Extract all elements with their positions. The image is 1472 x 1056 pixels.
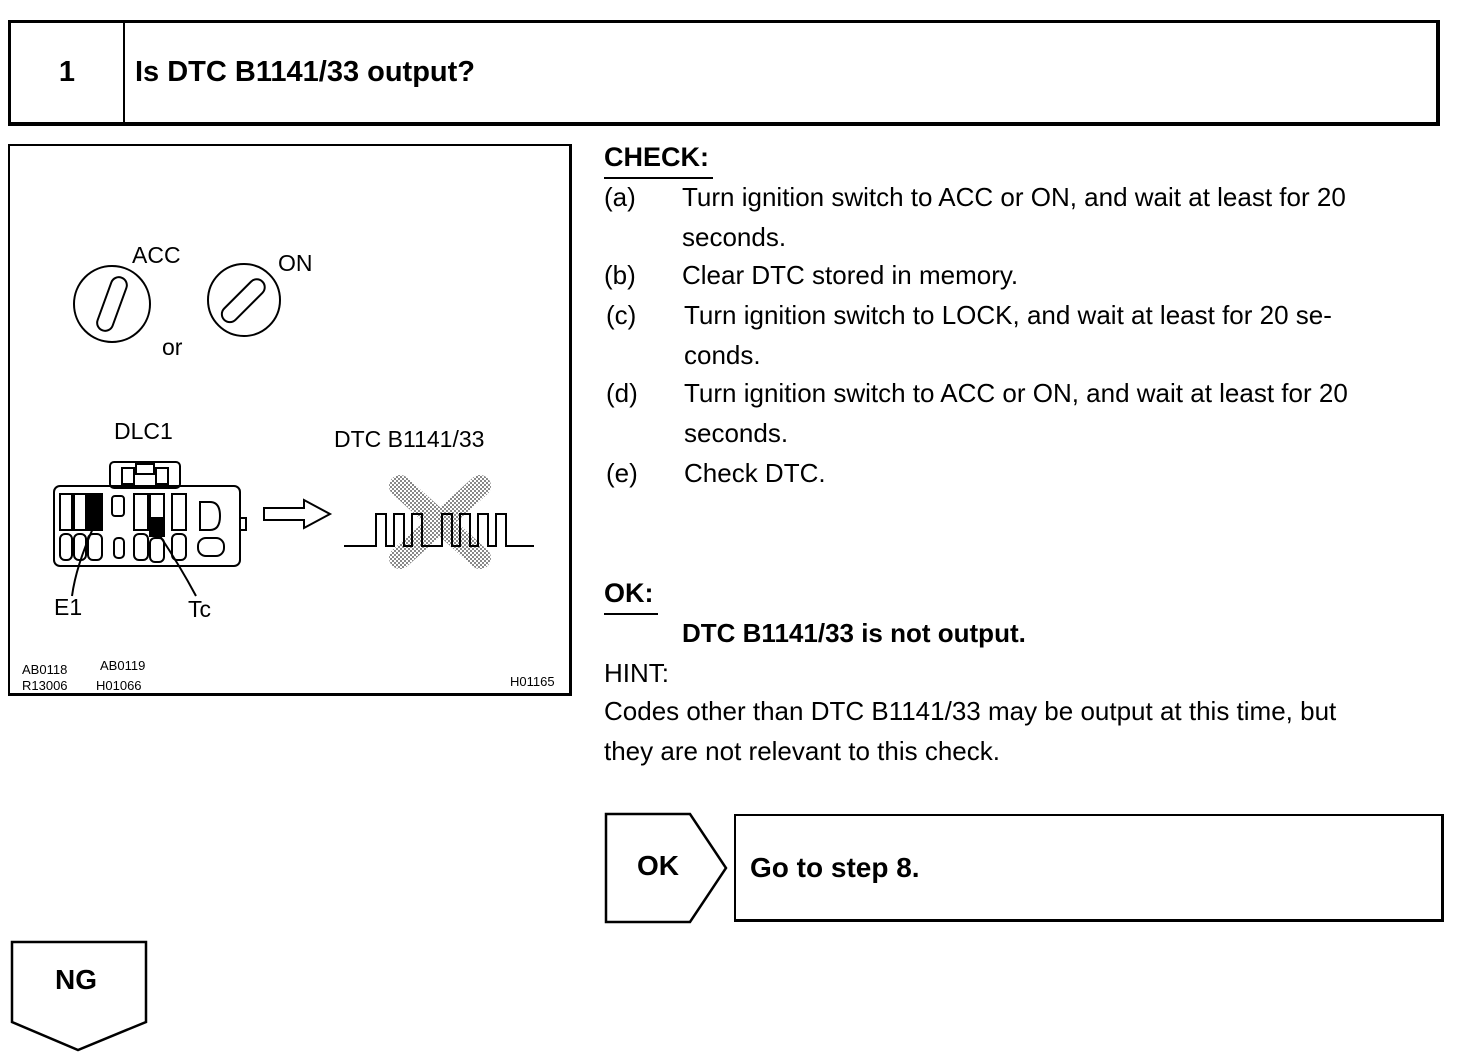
ok-result-label: OK bbox=[637, 850, 679, 881]
step-number: 1 bbox=[11, 23, 125, 122]
tc-label: Tc bbox=[188, 596, 211, 622]
check-step-letter: (a) bbox=[604, 182, 636, 212]
check-step-text: Turn ignition switch to LOCK, and wait a… bbox=[684, 300, 1332, 330]
check-step-letter: (d) bbox=[606, 378, 638, 408]
dlc-diagram-svg bbox=[53, 263, 534, 597]
check-step-text: Check DTC. bbox=[684, 458, 826, 488]
figure-code: AB0119 bbox=[100, 658, 146, 673]
step-title: Is DTC B1141/33 output? bbox=[135, 56, 476, 88]
diagram-figure: ACC ON or DLC1 DTC B1141/33 E1 Tc AB0118… bbox=[8, 144, 572, 696]
step-header-box: 1 Is DTC B1141/33 output? bbox=[8, 20, 1440, 126]
on-key-icon bbox=[207, 263, 281, 337]
check-step-text: conds. bbox=[684, 340, 761, 370]
check-step-text: Turn ignition switch to ACC or ON, and w… bbox=[682, 182, 1346, 212]
ok-heading: OK: bbox=[604, 578, 657, 615]
figure-code: R13006 bbox=[22, 678, 68, 693]
check-step-letter: (c) bbox=[606, 300, 637, 330]
dlc1-label: DLC1 bbox=[114, 418, 173, 444]
acc-key-icon bbox=[73, 265, 151, 343]
ok-result: DTC B1141/33 is not output. bbox=[682, 618, 1026, 648]
check-step-text: Turn ignition switch to ACC or ON, and w… bbox=[684, 378, 1348, 408]
check-step-letter: (b) bbox=[604, 260, 636, 290]
ng-result-tab bbox=[10, 940, 148, 1052]
hint-text: they are not relevant to this check. bbox=[604, 736, 1000, 766]
dlc1-connector-icon bbox=[53, 461, 247, 597]
ok-result-tab bbox=[604, 812, 728, 924]
check-step-text: seconds. bbox=[684, 418, 789, 448]
acc-label: ACC bbox=[132, 242, 181, 268]
crossed-waveform-icon bbox=[344, 475, 534, 569]
go-to-step-box: Go to step 8. bbox=[734, 814, 1444, 922]
ng-result-label: NG bbox=[55, 964, 97, 995]
hint-text: Codes other than DTC B1141/33 may be out… bbox=[604, 696, 1337, 726]
check-step-text: seconds. bbox=[682, 222, 787, 252]
figure-code: H01165 bbox=[510, 674, 555, 689]
figure-code: H01066 bbox=[96, 678, 142, 693]
e1-label: E1 bbox=[54, 594, 83, 620]
arrow-right-icon bbox=[263, 498, 333, 530]
figure-code: AB0118 bbox=[22, 662, 68, 677]
hint-label: HINT: bbox=[604, 658, 669, 688]
dtc-diagram-label: DTC B1141/33 bbox=[334, 426, 485, 452]
on-label: ON bbox=[278, 250, 313, 276]
check-step-letter: (e) bbox=[606, 458, 638, 488]
check-step-text: Clear DTC stored in memory. bbox=[682, 260, 1019, 290]
or-label: or bbox=[162, 334, 183, 360]
check-heading: CHECK: bbox=[604, 142, 713, 179]
go-to-step-text: Go to step 8. bbox=[750, 851, 920, 883]
